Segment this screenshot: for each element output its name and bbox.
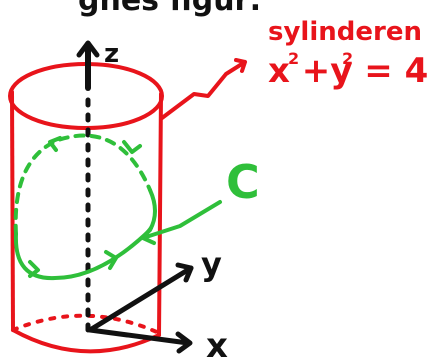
x-axis bbox=[87, 327, 193, 354]
curve-c-arrow-bottom-left bbox=[28, 260, 40, 278]
cylinder-equation: x +y = 4 bbox=[268, 51, 428, 91]
x-exponent: 2 bbox=[288, 49, 299, 68]
curve-c-front bbox=[13, 188, 157, 281]
cylinder-name-label: sylinderen bbox=[268, 17, 422, 47]
y-exponent: 2 bbox=[342, 49, 353, 68]
z-axis bbox=[76, 40, 100, 333]
y-axis-arrowhead bbox=[175, 262, 194, 283]
curve-c-label: C bbox=[226, 155, 260, 209]
z-axis-arrowhead bbox=[76, 40, 100, 58]
x-axis-label: x bbox=[206, 326, 228, 363]
cylinder-right-wall bbox=[157, 92, 163, 337]
y-axis bbox=[87, 262, 194, 333]
curve-c bbox=[13, 133, 157, 281]
curve-c-arrow-top-right bbox=[122, 140, 142, 154]
curve-c-pointer bbox=[141, 200, 222, 245]
curve-c-arrow-bottom-right bbox=[104, 250, 118, 270]
cylinder-bottom-back-arc bbox=[11, 313, 161, 335]
curve-c-arrow-top-left bbox=[48, 136, 62, 152]
cylinder-pointer-arrow bbox=[160, 58, 247, 120]
x-axis-arrowhead bbox=[175, 331, 193, 354]
cylinder-left-wall bbox=[10, 90, 15, 332]
cylinder-bottom-front-arc bbox=[11, 328, 161, 354]
top-text-fragment: gnes figur: bbox=[78, 0, 261, 18]
y-axis-label: y bbox=[201, 245, 222, 283]
z-axis-label: z bbox=[104, 39, 119, 69]
